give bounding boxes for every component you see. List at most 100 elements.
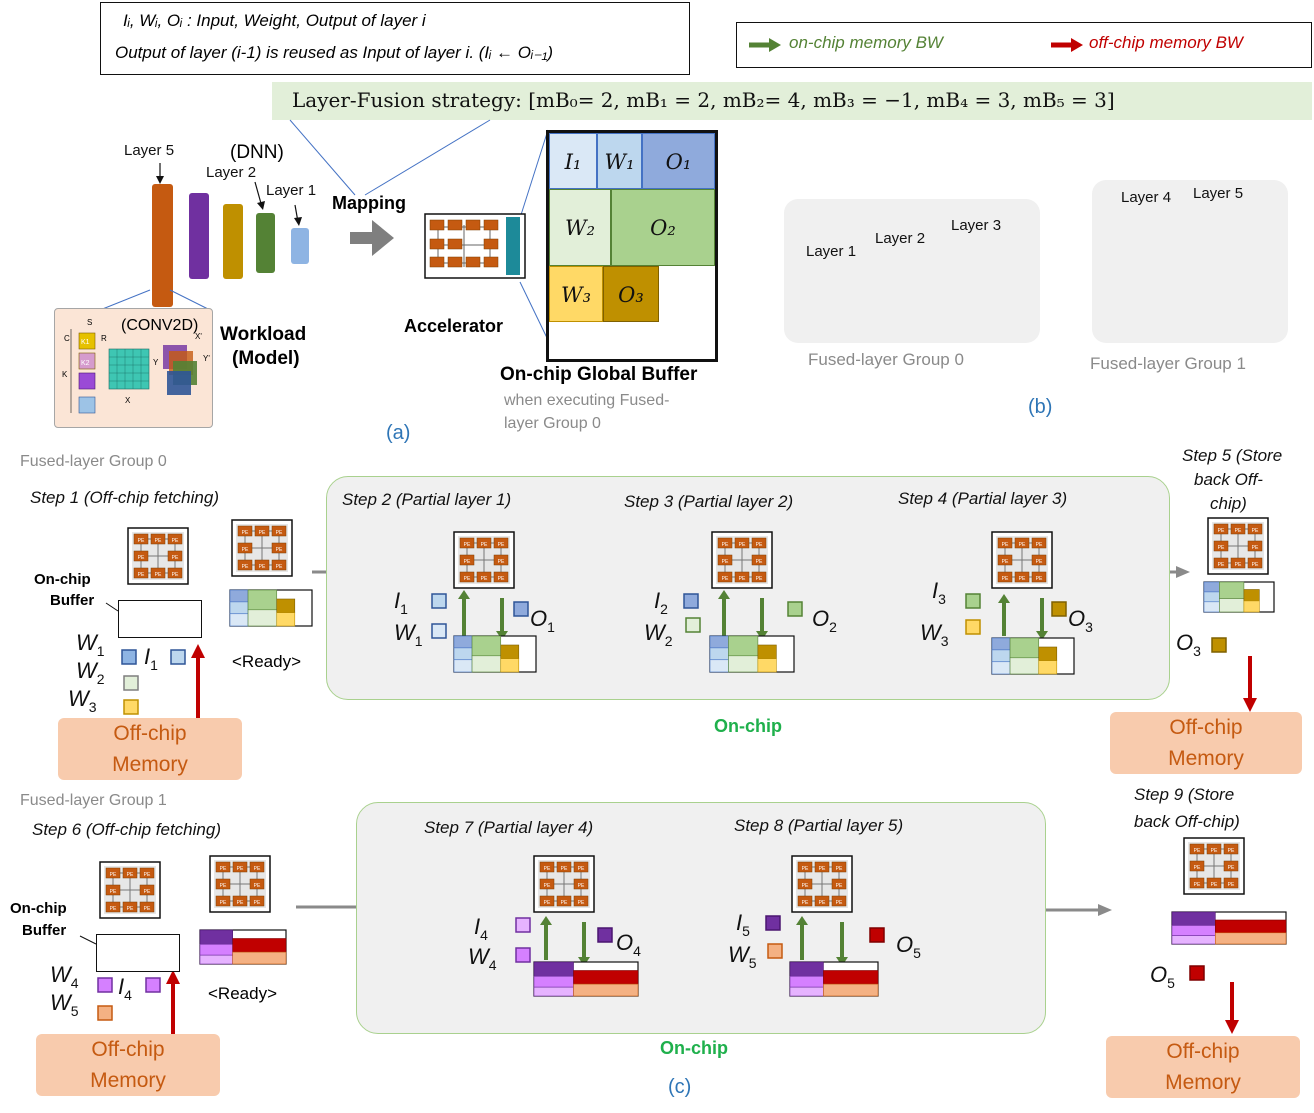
pe-label: PE [1228, 865, 1235, 871]
bandwidth-arrowhead [458, 590, 470, 599]
math-label: I4 [474, 914, 488, 943]
math-label: W4 [468, 944, 497, 973]
pe-unit [1206, 877, 1222, 889]
ready-label-2: <Ready> [208, 984, 277, 1003]
pe-label: PE [1194, 865, 1201, 871]
buffer-cell [453, 659, 473, 673]
pe-unit [249, 878, 265, 890]
onchip-buffer-label-6a: On-chip [10, 900, 67, 917]
pe-label: PE [578, 866, 585, 872]
offchip-label-line1: Off-chip [91, 1038, 165, 1061]
pe-unit [573, 861, 589, 873]
c-group0-label: Fused-layer Group 0 [20, 453, 167, 470]
pe-unit [831, 861, 847, 873]
data-token [597, 927, 613, 943]
buffer-cell-o2: O₂ [611, 189, 715, 266]
data-token [123, 699, 139, 715]
pe-unit [1206, 843, 1222, 855]
step7-label: Step 7 (Partial layer 4) [424, 818, 594, 837]
pe-label: PE [276, 530, 283, 536]
pe-label: PE [464, 559, 471, 565]
pe-label: PE [1235, 562, 1242, 568]
buffer-cell [1219, 598, 1245, 613]
onchip-legend-arrow [749, 38, 781, 52]
buffer-cell [453, 647, 473, 661]
mapping-arrow [350, 220, 394, 256]
pe-label: PE [1002, 576, 1009, 582]
math-label: O1 [530, 606, 555, 635]
pe-unit [831, 878, 847, 890]
pe-label: PE [1036, 542, 1043, 548]
pe-label: PE [722, 576, 729, 582]
offchip-label-line2: Memory [90, 1069, 166, 1092]
pe-unit [1213, 557, 1229, 569]
data-token [515, 947, 531, 963]
data-token [431, 593, 447, 609]
pe-unit [556, 895, 572, 907]
buffer-cell [229, 589, 249, 603]
buffer-title: On-chip Global Buffer [500, 364, 698, 385]
data-token [97, 1005, 113, 1021]
accelerator-label: Accelerator [404, 316, 504, 336]
data-token [965, 593, 981, 609]
step2-label: Step 2 (Partial layer 1) [342, 490, 512, 509]
step4-label: Step 4 (Partial layer 3) [898, 489, 1068, 508]
buffer-cell-o1-text: O₁ [665, 150, 692, 174]
svg-text:X: X [125, 396, 131, 405]
pe-unit [1223, 860, 1239, 872]
buffer-cell [823, 970, 879, 985]
mapping-label: Mapping [332, 193, 406, 213]
svg-text:R: R [101, 334, 107, 343]
pe-label: PE [1036, 559, 1043, 565]
pe-unit [271, 542, 287, 554]
pe-label: PE [1228, 848, 1235, 854]
pe-label: PE [144, 889, 151, 895]
math-label: W1 [76, 630, 105, 659]
pe-label: PE [242, 530, 249, 536]
buffer-cell [247, 609, 278, 627]
bandwidth-legend: on-chip memory BW off-chip memory BW [736, 22, 1312, 68]
pe-label: PE [1002, 542, 1009, 548]
pe-unit [254, 525, 270, 537]
buffer-cell [500, 658, 520, 673]
math-label: W2 [644, 620, 673, 649]
pe-label: PE [836, 900, 843, 906]
pe-label: PE [1194, 848, 1201, 854]
pe-label: PE [254, 900, 261, 906]
buffer-cell [500, 644, 520, 659]
math-label: I5 [736, 910, 750, 939]
step6-label: Step 6 (Off-chip fetching) [32, 820, 221, 839]
pe-unit [237, 542, 253, 554]
pe-unit [717, 537, 733, 549]
pe-unit [237, 559, 253, 571]
math-label: O4 [616, 930, 641, 959]
buffer-cell-w3-text: W₃ [560, 283, 591, 307]
pe-unit [831, 895, 847, 907]
buffer-cell [728, 635, 759, 657]
definition-line-2: Output of layer (i-1) is reused as Input… [115, 43, 554, 62]
mini-buffer [789, 961, 879, 997]
pe-unit [215, 861, 231, 873]
definition-line-1: Iᵢ, Wᵢ, Oᵢ : Input, Weight, Output of la… [123, 11, 426, 30]
pe-unit [1247, 540, 1263, 552]
bandwidth-arrowhead [796, 916, 808, 925]
pe-label: PE [756, 576, 763, 582]
buffer-cell [533, 961, 574, 977]
pe-unit [105, 901, 121, 913]
buffer-cell-w2: W₂ [549, 189, 611, 266]
data-token [513, 601, 529, 617]
pe-label: PE [276, 547, 283, 553]
ready-label-1: <Ready> [232, 652, 301, 671]
pe-label: PE [220, 900, 227, 906]
offchip-legend-arrow [1051, 38, 1083, 52]
buffer-cell [1171, 925, 1216, 936]
pe-unit [1213, 523, 1229, 535]
pe-label: PE [254, 866, 261, 872]
step5-label-3: chip) [1210, 494, 1247, 513]
pe-label: PE [155, 572, 162, 578]
svg-text:K2: K2 [81, 360, 90, 367]
buffer-cell [1203, 581, 1220, 593]
pe-unit [573, 878, 589, 890]
